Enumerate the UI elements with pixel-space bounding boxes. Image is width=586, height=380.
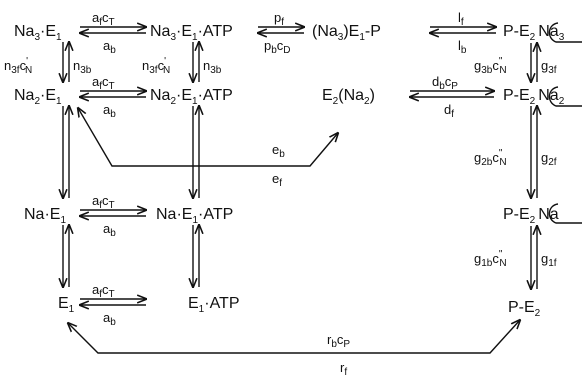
- rate-r2-reverse: ab: [103, 102, 116, 120]
- rate-r2-forward: afcT: [92, 74, 115, 92]
- rate-e-forward: ef: [272, 171, 282, 189]
- state-na-e1-atp: Na·E1·ATP: [156, 206, 233, 226]
- arrow-r-path: [68, 320, 520, 354]
- rate-r4-forward: afcT: [92, 282, 115, 300]
- ion-ring-na3: [548, 22, 582, 43]
- rate-r4-reverse: ab: [103, 310, 116, 328]
- rate-r-reverse: rbcP: [327, 332, 350, 350]
- rate-g2-reverse: g2bc"N: [474, 148, 507, 168]
- rate-n-left-forward: n3fc'N: [4, 56, 32, 76]
- state-na2-e1-atp: Na2·E1·ATP: [150, 87, 233, 107]
- rate-r1-reverse: ab: [103, 38, 116, 56]
- ion-rings: [548, 22, 582, 224]
- rate-l-reverse: lb: [458, 38, 467, 56]
- rate-r3-forward: afcT: [92, 193, 115, 211]
- rate-e-reverse: eb: [272, 142, 285, 160]
- rate-p-reverse: pbcD: [264, 38, 291, 56]
- rate-g2-forward: g2f: [541, 150, 557, 168]
- rate-l-forward: lf: [458, 10, 464, 28]
- rate-n-mid-reverse: n3b: [203, 58, 222, 76]
- rate-n-left-reverse: n3b: [73, 58, 92, 76]
- ion-ring-na2: [548, 86, 582, 107]
- rate-p-forward: pf: [274, 10, 284, 28]
- rate-g3-forward: g3f: [541, 58, 557, 76]
- state-e1: E1: [58, 295, 75, 315]
- state-na3-e1: Na3·E1: [14, 23, 62, 43]
- rate-d-forward: df: [444, 102, 454, 120]
- rate-r-forward: rf: [340, 360, 347, 378]
- rate-r1-forward: afcT: [92, 10, 115, 28]
- rate-r3-reverse: ab: [103, 221, 116, 239]
- rate-n-mid-forward: n3fc'N: [142, 56, 170, 76]
- rate-d-reverse: dbcP: [432, 74, 458, 92]
- arrow-e-path: [78, 108, 338, 167]
- state-e2-na2: E2(Na2): [322, 87, 375, 107]
- state-e1-atp: E1·ATP: [188, 295, 240, 315]
- state-pe2: P-E2: [508, 299, 541, 319]
- rate-g3-reverse: g3bc"N: [474, 56, 507, 76]
- state-na-e1: Na·E1: [24, 206, 66, 226]
- state-na3-e1p: (Na3)E1-P: [312, 23, 381, 43]
- ion-ring-na: [548, 203, 582, 224]
- rate-g1-forward: g1f: [541, 251, 557, 269]
- rate-g1-reverse: g1bc"N: [474, 249, 507, 269]
- rate-constants: afcT ab pf pbcD lf lb n3fc'N n3b n3fc'N …: [4, 10, 557, 378]
- state-na2-e1: Na2·E1: [14, 87, 62, 107]
- state-na3-e1-atp: Na3·E1·ATP: [150, 23, 233, 43]
- arrows: [63, 27, 537, 354]
